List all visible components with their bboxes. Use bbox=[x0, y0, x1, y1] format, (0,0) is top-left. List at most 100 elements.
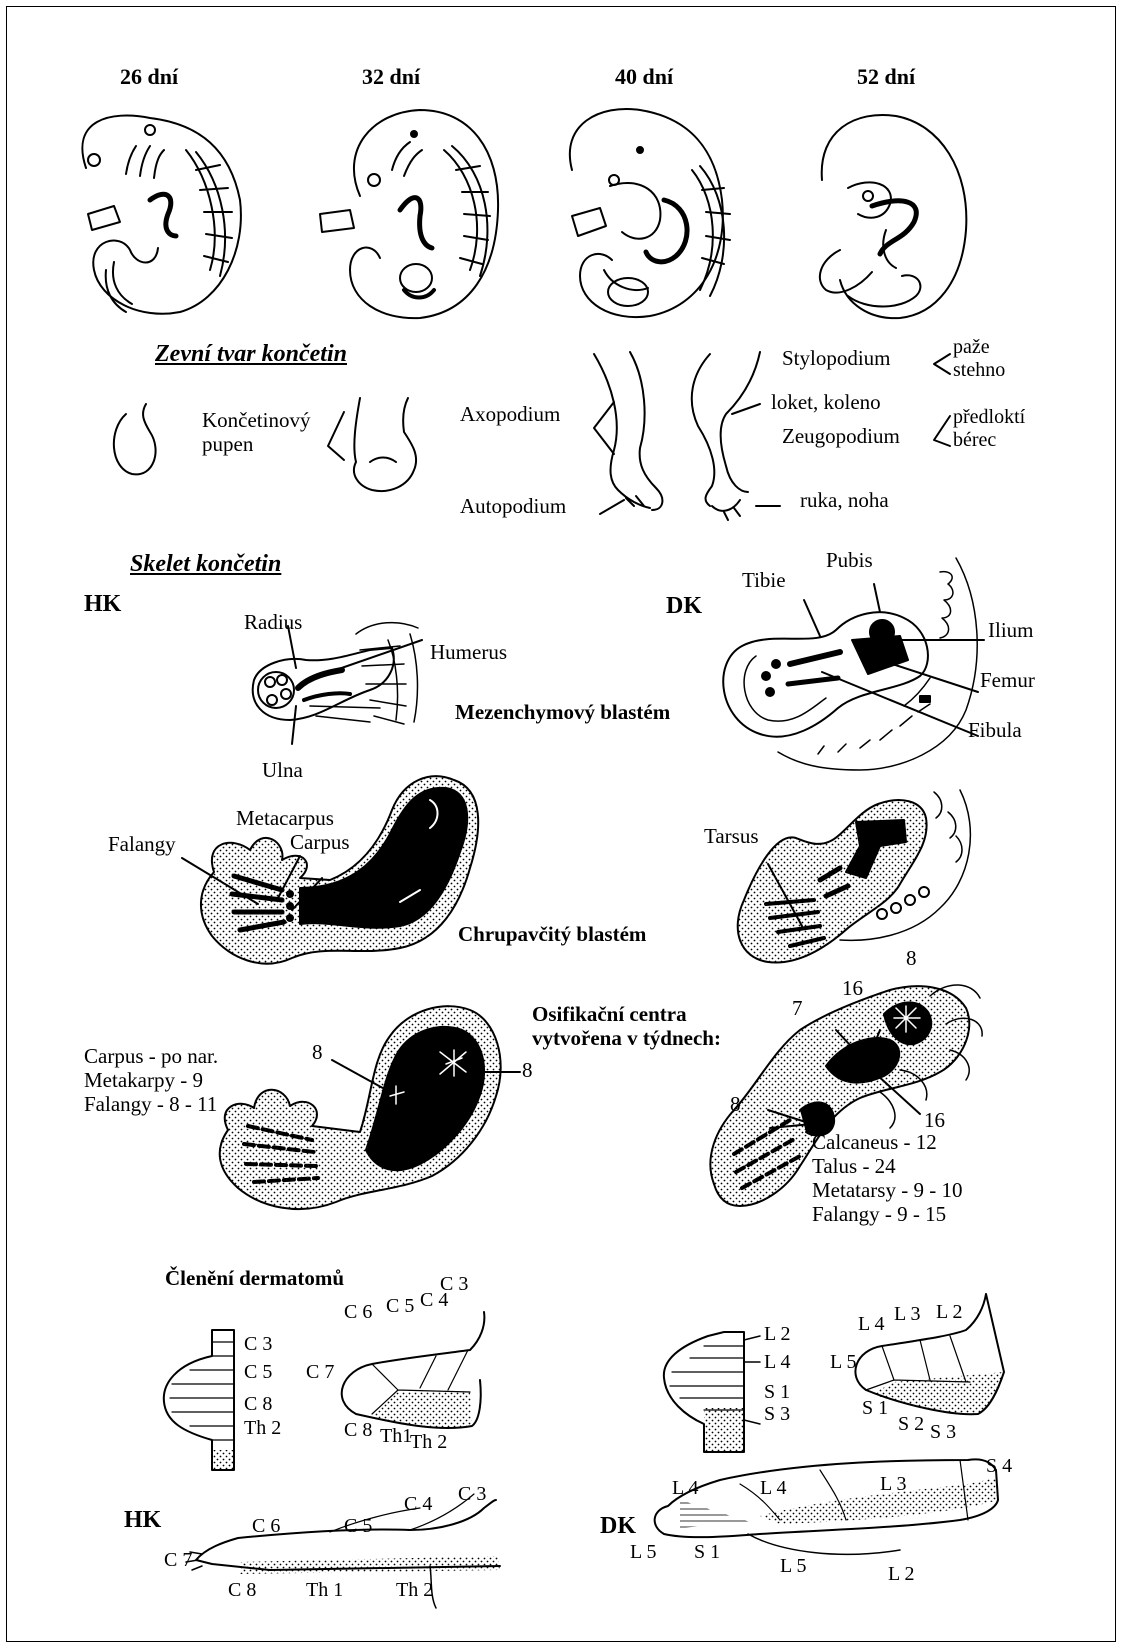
dermatome-label: L 4 bbox=[764, 1352, 790, 1372]
label-stylopodium-parts: paže stehno bbox=[953, 336, 1005, 382]
label-metacarpus: Metacarpus bbox=[236, 808, 334, 829]
leg-outline bbox=[692, 352, 760, 520]
label-hk-dermatome: HK bbox=[124, 1508, 161, 1532]
leg-cartilage-blastema bbox=[738, 790, 971, 962]
dermatome-label: Th1 bbox=[380, 1426, 412, 1446]
stage-label: 32 dní bbox=[362, 66, 420, 88]
label-hk: HK bbox=[84, 592, 121, 616]
dermatome-label: C 7 bbox=[306, 1362, 334, 1382]
autopodium-pointer bbox=[600, 500, 624, 514]
dermatome-label: L 5 bbox=[630, 1542, 656, 1562]
label-ossif-week: 8 bbox=[730, 1094, 741, 1115]
dermatome-label: C 5 bbox=[386, 1296, 414, 1316]
dermatome-label: C 8 bbox=[344, 1420, 372, 1440]
dermatome-label: C 3 bbox=[244, 1334, 272, 1354]
label-fibula: Fibula bbox=[968, 720, 1022, 741]
label-ossif-week: 16 bbox=[924, 1110, 945, 1131]
label-falangy: Falangy bbox=[108, 834, 176, 855]
arm-dermatome-paddle bbox=[342, 1312, 485, 1428]
dermatome-label: L 4 bbox=[672, 1478, 698, 1498]
arm-dermatome-bud bbox=[164, 1330, 234, 1470]
embryo-40-days bbox=[570, 109, 730, 317]
label-dk: DK bbox=[666, 594, 702, 618]
dermatome-label: L 2 bbox=[764, 1324, 790, 1344]
dermatome-label: L 2 bbox=[888, 1564, 914, 1584]
limb-bud-pointer bbox=[328, 412, 344, 460]
dermatome-label: L 5 bbox=[830, 1352, 856, 1372]
label-ilium: Ilium bbox=[988, 620, 1034, 641]
label-hand-ossification: Carpus - po nar. Metakarpy - 9 Falangy -… bbox=[84, 1044, 218, 1116]
dermatome-label: C 6 bbox=[344, 1302, 372, 1322]
label-zeugopodium: Zeugopodium bbox=[782, 426, 900, 447]
pubis-pointer bbox=[874, 584, 880, 612]
label-dk-dermatome: DK bbox=[600, 1514, 636, 1538]
stage-label: 40 dní bbox=[615, 66, 673, 88]
label-ossif-week: 7 bbox=[792, 998, 803, 1019]
embryo-32-days bbox=[320, 110, 498, 318]
dermatome-label: L 5 bbox=[780, 1556, 806, 1576]
label-radius: Radius bbox=[244, 612, 302, 633]
dermatome-label: C 8 bbox=[228, 1580, 256, 1600]
label-ossif-week: 8 bbox=[906, 948, 917, 969]
dermatome-label: Th 2 bbox=[244, 1418, 281, 1438]
dermatome-label: L 4 bbox=[858, 1314, 884, 1334]
label-foot-ossification: Calcaneus - 12 Talus - 24 Metatarsy - 9 … bbox=[812, 1130, 962, 1227]
dermatome-label: C 7 bbox=[164, 1550, 192, 1570]
dermatome-label: C 8 bbox=[244, 1394, 272, 1414]
label-ossification-title: Osifikační centra vytvořena v týdnech: bbox=[532, 1002, 721, 1050]
label-stylopodium: Stylopodium bbox=[782, 348, 891, 369]
dermatome-label: C 3 bbox=[458, 1484, 486, 1504]
arm-ossification bbox=[220, 1006, 501, 1209]
limb-bud-small bbox=[114, 404, 156, 474]
label-ossif-week: 8 bbox=[522, 1060, 533, 1081]
axopodium-pointer bbox=[594, 402, 614, 454]
leg-dermatome-bud bbox=[664, 1332, 760, 1452]
label-elbow-knee: loket, koleno bbox=[771, 392, 881, 413]
dermatome-label: S 3 bbox=[764, 1404, 790, 1424]
dermatome-label: S 1 bbox=[764, 1382, 790, 1402]
dermatome-label: Th 1 bbox=[306, 1580, 343, 1600]
stylopodium-brace bbox=[934, 354, 950, 374]
label-pubis: Pubis bbox=[826, 550, 873, 571]
dermatome-label: L 4 bbox=[760, 1478, 786, 1498]
label-ossif-week: 16 bbox=[842, 978, 863, 999]
dermatome-label: L 2 bbox=[936, 1302, 962, 1322]
dermatome-label: S 3 bbox=[930, 1422, 956, 1442]
label-humerus: Humerus bbox=[430, 642, 507, 663]
tibie-pointer bbox=[804, 600, 820, 636]
dermatome-label: C 3 bbox=[440, 1274, 468, 1294]
label-femur: Femur bbox=[980, 670, 1035, 691]
limb-bud-paddle bbox=[354, 398, 416, 491]
section-title-external: Zevní tvar končetin bbox=[155, 342, 347, 366]
dermatome-label: S 1 bbox=[862, 1398, 888, 1418]
ulna-pointer bbox=[292, 706, 296, 744]
label-ossif-week: 8 bbox=[312, 1042, 323, 1063]
label-zeugopodium-parts: předloktí bérec bbox=[953, 406, 1025, 452]
stage-label: 52 dní bbox=[857, 66, 915, 88]
label-hand-foot: ruka, noha bbox=[800, 490, 889, 511]
embryo-26-days bbox=[82, 116, 241, 314]
dermatome-label: S 4 bbox=[986, 1456, 1012, 1476]
dermatome-label: S 1 bbox=[694, 1542, 720, 1562]
dermatome-label: Th 2 bbox=[410, 1432, 447, 1452]
stage-label: 26 dní bbox=[120, 66, 178, 88]
arm-outline bbox=[594, 352, 662, 510]
dermatome-label: C 6 bbox=[252, 1516, 280, 1536]
elbow-knee-pointer bbox=[732, 404, 760, 414]
dermatome-label: C 5 bbox=[344, 1516, 372, 1536]
label-axopodium: Axopodium bbox=[460, 404, 560, 425]
section-title-dermatomes: Členění dermatomů bbox=[165, 1268, 344, 1289]
section-title-skeleton: Skelet končetin bbox=[130, 552, 281, 576]
label-ulna: Ulna bbox=[262, 760, 303, 781]
label-mesenchymal-blastema: Mezenchymový blastém bbox=[455, 702, 670, 723]
dermatome-label: L 3 bbox=[880, 1474, 906, 1494]
arm-mesenchymal-blastema bbox=[253, 623, 418, 724]
dermatome-label: Th 2 bbox=[396, 1580, 433, 1600]
dermatome-label: S 2 bbox=[898, 1414, 924, 1434]
dermatome-label: C 4 bbox=[404, 1494, 432, 1514]
zeugopodium-brace bbox=[934, 416, 950, 446]
label-tarsus: Tarsus bbox=[704, 826, 759, 847]
label-limb-bud: Končetinový pupen bbox=[202, 408, 310, 456]
